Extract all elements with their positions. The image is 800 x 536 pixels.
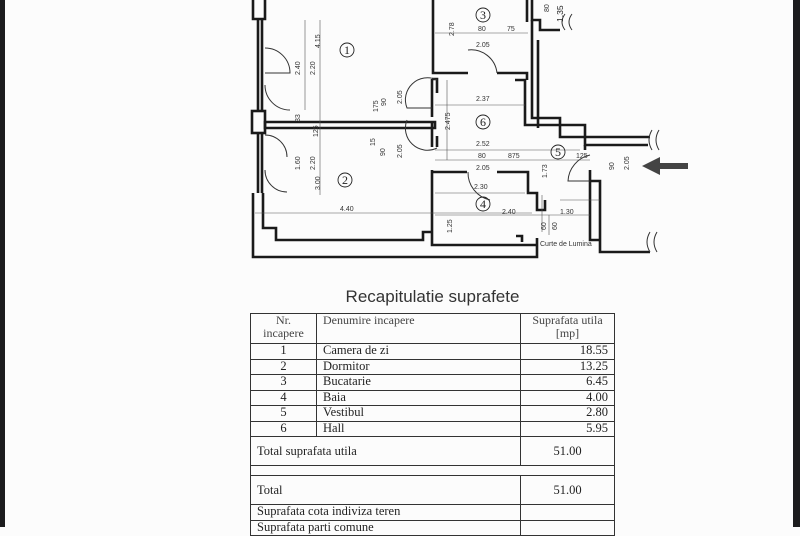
svg-text:2.05: 2.05 — [397, 90, 404, 104]
svg-text:80: 80 — [478, 26, 486, 33]
svg-text:2.30: 2.30 — [474, 184, 488, 191]
total-useful-label: Total suprafata utila — [250, 436, 521, 466]
svg-text:2.40: 2.40 — [502, 209, 516, 216]
cell-name: Camera de zi — [316, 343, 521, 360]
svg-text:75: 75 — [507, 26, 515, 33]
svg-text:1: 1 — [344, 43, 350, 57]
svg-text:125: 125 — [576, 153, 588, 160]
land-share-value — [520, 504, 615, 521]
cell-nr: 1 — [250, 343, 317, 360]
header-area: Suprafata utila [mp] — [520, 313, 615, 344]
total-useful-value: 51.00 — [520, 436, 615, 466]
cell-name: Baia — [316, 389, 521, 406]
header-nr: Nr. incapere — [250, 313, 317, 344]
courtyard-label: Curte de Lumina — [540, 241, 592, 248]
dimension-label-1-35: 1.35 — [555, 5, 565, 22]
svg-text:5: 5 — [555, 145, 561, 159]
cell-name: Vestibul — [316, 405, 521, 422]
svg-text:2.37: 2.37 — [476, 96, 490, 103]
empty-cell — [250, 465, 615, 476]
cell-name: Bucatarie — [316, 374, 521, 391]
cell-area: 5.95 — [520, 420, 615, 437]
common-parts-row: Suprafata parti comune — [250, 519, 615, 536]
svg-text:60: 60 — [541, 222, 548, 230]
svg-text:1.73: 1.73 — [542, 164, 549, 178]
svg-text:4.15: 4.15 — [315, 34, 322, 48]
header-name: Denumire incapere — [316, 313, 521, 344]
cell-area: 2.80 — [520, 405, 615, 422]
cell-nr: 4 — [250, 389, 317, 406]
svg-text:2.05: 2.05 — [397, 144, 404, 158]
area-summary-table: Nr. incapere Denumire incapere Suprafata… — [250, 313, 615, 536]
svg-text:2: 2 — [342, 173, 348, 187]
svg-text:15: 15 — [370, 138, 377, 146]
svg-text:1.25: 1.25 — [447, 219, 454, 233]
svg-text:2.05: 2.05 — [476, 165, 490, 172]
cell-area: 18.55 — [520, 343, 615, 360]
cell-name: Dormitor — [316, 358, 521, 375]
svg-text:80: 80 — [478, 153, 486, 160]
svg-text:90: 90 — [381, 98, 388, 106]
cell-nr: 3 — [250, 374, 317, 391]
land-share-row: Suprafata cota indiviza teren — [250, 504, 615, 521]
page-edge-left — [0, 0, 5, 527]
svg-text:4: 4 — [480, 197, 486, 211]
svg-text:90: 90 — [380, 148, 387, 156]
dimension-labels: 4.15 2.40 2.20 2.78 80 75 2.05 2.37 2.47… — [295, 4, 631, 248]
svg-text:3: 3 — [480, 8, 486, 22]
common-parts-value — [520, 519, 615, 536]
svg-text:2.40: 2.40 — [295, 61, 302, 75]
svg-text:6: 6 — [480, 115, 486, 129]
cell-nr: 5 — [250, 405, 317, 422]
svg-text:2.05: 2.05 — [476, 42, 490, 49]
summary-title: Recapitulatie suprafete — [345, 287, 520, 306]
doors — [264, 47, 591, 201]
room-numbers: 1 2 3 4 5 6 — [337, 7, 566, 212]
svg-text:4.40: 4.40 — [340, 206, 354, 213]
total-value: 51.00 — [520, 475, 615, 505]
dimension-lines — [255, 20, 600, 235]
svg-text:2.20: 2.20 — [310, 61, 317, 75]
svg-text:1.60: 1.60 — [295, 156, 302, 170]
floor-plan: 1 2 3 4 5 6 4.15 2.40 2.20 2.78 80 75 2.… — [250, 0, 688, 259]
svg-text:2.52: 2.52 — [476, 141, 490, 148]
total-label: Total — [250, 475, 521, 505]
common-parts-label: Suprafata parti comune — [250, 519, 521, 536]
svg-text:2.20: 2.20 — [310, 156, 317, 170]
cell-area: 13.25 — [520, 358, 615, 375]
svg-text:2.05: 2.05 — [624, 156, 631, 170]
svg-text:3.00: 3.00 — [315, 176, 322, 190]
cell-area: 4.00 — [520, 389, 615, 406]
svg-text:90: 90 — [609, 162, 616, 170]
walls — [250, 0, 650, 259]
arrow-left-icon — [642, 157, 688, 175]
svg-text:1.30: 1.30 — [560, 209, 574, 216]
land-share-label: Suprafata cota indiviza teren — [250, 504, 521, 521]
empty-row — [250, 465, 615, 476]
svg-text:875: 875 — [508, 153, 520, 160]
svg-text:175: 175 — [373, 100, 380, 112]
page-edge-right — [793, 0, 800, 527]
cell-name: Hall — [316, 420, 521, 437]
cell-area: 6.45 — [520, 374, 615, 391]
svg-text:125: 125 — [313, 125, 320, 137]
svg-text:80: 80 — [544, 4, 551, 12]
cell-nr: 2 — [250, 358, 317, 375]
break-lines — [561, 13, 660, 253]
table-header-row: Nr. incapere Denumire incapere Suprafata… — [250, 313, 615, 344]
svg-text:2.475: 2.475 — [445, 112, 452, 130]
svg-text:33: 33 — [295, 114, 302, 122]
cell-nr: 6 — [250, 420, 317, 437]
svg-text:2.78: 2.78 — [449, 22, 456, 36]
svg-text:60: 60 — [552, 222, 559, 230]
